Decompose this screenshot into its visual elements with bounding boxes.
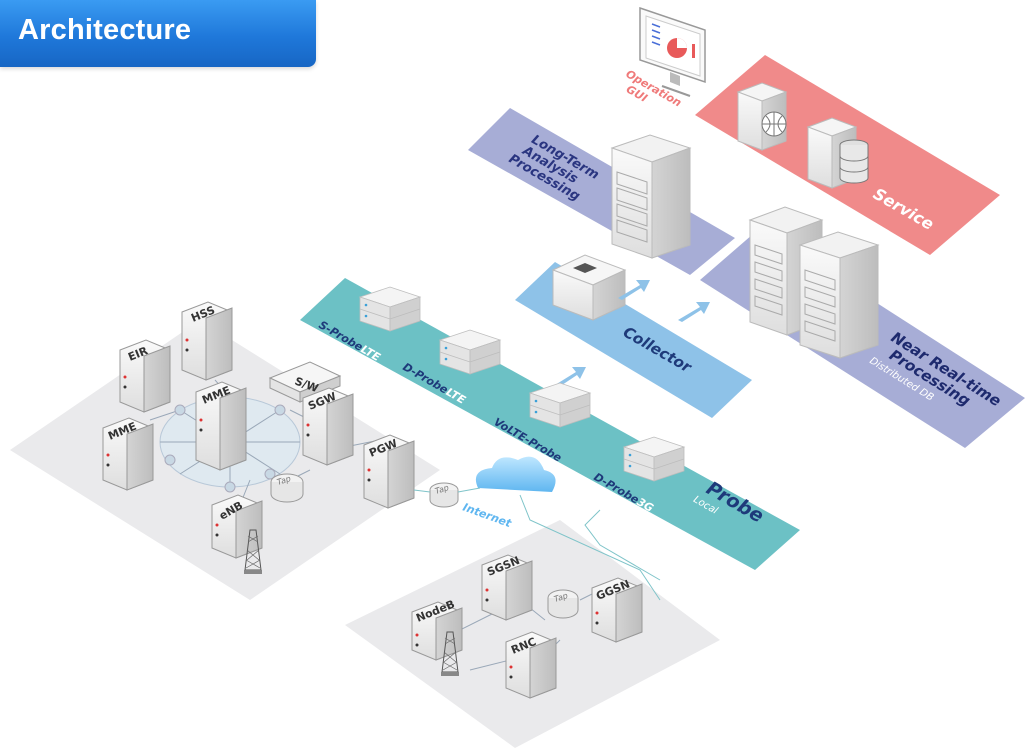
page-title: Architecture — [18, 14, 192, 46]
d-probe-3g-box — [623, 436, 685, 482]
svg-text:Tap: Tap — [553, 591, 569, 604]
svg-text:Internet: Internet — [461, 501, 514, 531]
node-mme-core: MME — [195, 381, 247, 471]
flow-arrows — [555, 280, 710, 387]
arrow-to-collector — [555, 367, 586, 387]
arrow-to-near-rt — [678, 302, 710, 322]
long-term-band — [468, 108, 735, 275]
node-sgw: SGW — [302, 387, 354, 466]
node-rnc: RNC — [505, 631, 557, 699]
tap-lte: Tap — [270, 473, 304, 503]
node-sgsn: SGSN — [481, 554, 533, 621]
node-enb: eNB — [211, 494, 263, 575]
node-hss: HSS — [181, 301, 233, 381]
operation-gui-monitor — [639, 6, 706, 97]
node-ggsn: GGSN — [591, 577, 643, 643]
title-tab: Architecture — [0, 0, 316, 67]
long-term-server — [610, 134, 692, 259]
db-server — [806, 117, 869, 189]
d-probe-lte-box — [439, 329, 501, 375]
probe-links — [413, 487, 661, 601]
svg-text:Tap: Tap — [434, 483, 450, 496]
s-probe-box — [359, 286, 421, 332]
svg-text:Tap: Tap — [276, 474, 292, 487]
collector-box — [551, 254, 627, 321]
web-server — [736, 82, 788, 151]
arrow-to-long-term — [618, 280, 650, 300]
tap-internet: Tap — [429, 482, 459, 508]
internet-cloud: Internet — [461, 456, 556, 531]
database-icon — [839, 139, 869, 184]
node-eir: EIR — [119, 339, 171, 413]
node-switch: S/W — [268, 361, 342, 403]
near-rt-servers — [748, 206, 880, 359]
node-mme-left: MME — [102, 417, 154, 491]
tap-umts: Tap — [547, 589, 579, 619]
node-pgw: PGW — [363, 434, 415, 509]
volte-probe-box — [529, 382, 591, 428]
